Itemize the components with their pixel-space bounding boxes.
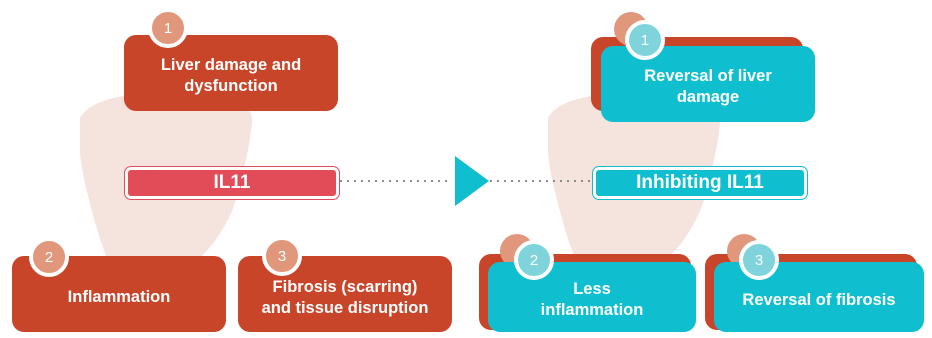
- right-box-2-line1: Less: [573, 280, 611, 298]
- left-box-1-line2: dysfunction: [184, 77, 278, 95]
- right-badge-1: 1: [625, 20, 665, 60]
- right-box-1-text: Reversal of liver damage: [644, 60, 772, 108]
- right-badge-3: 3: [739, 240, 779, 280]
- left-box-liver-damage: Liver damage and dysfunction: [124, 35, 338, 111]
- right-box-1-line2: damage: [676, 88, 740, 106]
- right-box-reversal-liver-damage: Reversal of liver damage: [601, 46, 815, 122]
- right-box-less-inflammation: Less inflammation: [488, 262, 696, 332]
- right-triangle-arrow-icon: [455, 156, 489, 206]
- left-box-2-line1: Inflammation: [67, 287, 171, 306]
- left-badge-1: 1: [148, 8, 188, 48]
- right-badge-2: 2: [514, 240, 554, 280]
- left-badge-2: 2: [29, 237, 69, 277]
- left-box-fibrosis: Fibrosis (scarring) and tissue disruptio…: [238, 256, 452, 332]
- left-box-1-text: Liver damage and dysfunction: [161, 49, 301, 97]
- left-box-3-line1: Fibrosis (scarring): [272, 278, 418, 296]
- left-box-1-line1: Liver damage and: [160, 56, 302, 74]
- left-badge-3: 3: [262, 236, 302, 276]
- right-box-2-line2: inflammation: [540, 301, 644, 319]
- right-box-3-line1: Reversal of fibrosis: [742, 290, 896, 309]
- right-box-2-text: Less inflammation: [541, 273, 644, 321]
- right-box-1-line1: Reversal of liver: [644, 67, 772, 85]
- il11-bar: IL11: [125, 167, 339, 199]
- left-box-3-line2: and tissue disruption: [261, 299, 429, 317]
- left-box-3-text: Fibrosis (scarring) and tissue disruptio…: [262, 269, 429, 319]
- inhibiting-il11-bar: Inhibiting IL11: [593, 167, 807, 199]
